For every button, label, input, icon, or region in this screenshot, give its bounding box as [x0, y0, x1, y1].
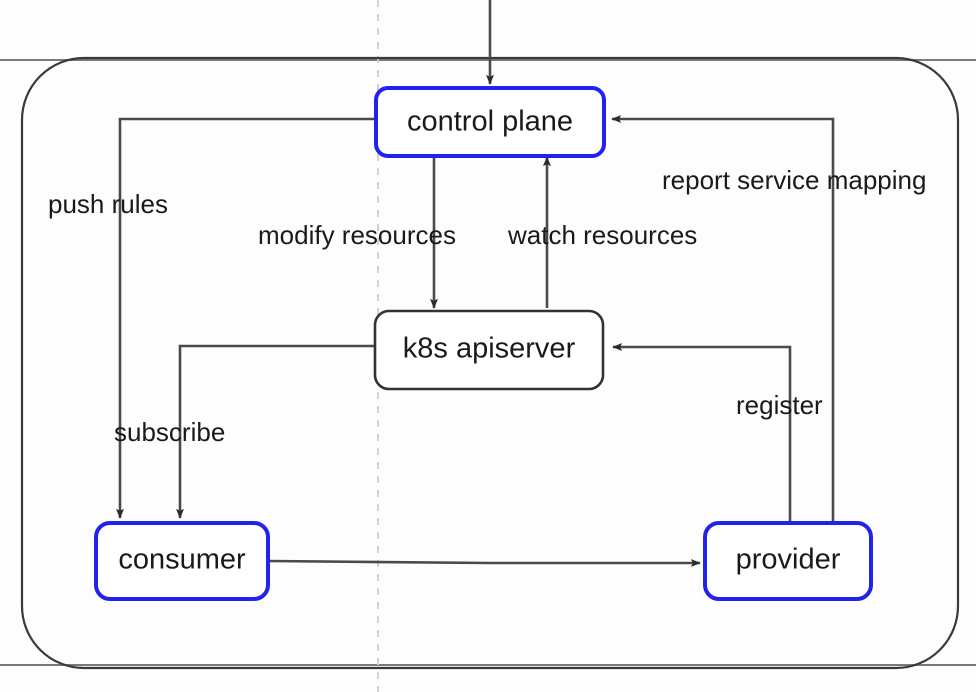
node-provider-box[interactable]	[703, 521, 873, 601]
edge-label-modify-resources: modify resources	[258, 220, 456, 250]
node-k8s-apiserver-box[interactable]	[373, 309, 605, 391]
node-control-plane-box[interactable]	[374, 86, 606, 158]
edge-register	[612, 343, 792, 524]
node-consumer-label: consumer	[118, 544, 246, 576]
edge-label-register: register	[736, 390, 823, 420]
node-consumer[interactable]: consumer	[94, 521, 270, 601]
edge-label-subscribe: subscribe	[114, 417, 225, 447]
node-consumer-box[interactable]	[94, 521, 270, 601]
edge-label-watch-resources: watch resources	[507, 220, 697, 250]
node-k8s-apiserver-label: k8s apiserver	[403, 333, 576, 365]
edge-consumer-to-provider	[267, 559, 701, 567]
edge-push-rules	[116, 117, 375, 519]
node-provider[interactable]: provider	[703, 521, 873, 601]
node-k8s-apiserver[interactable]: k8s apiserver	[373, 309, 605, 391]
edge-label-push-rules: push rules	[48, 189, 168, 219]
node-control-plane-label: control plane	[407, 106, 573, 138]
edge-label-report-service-mapping: report service mapping	[662, 165, 926, 195]
edge-report-service-mapping	[611, 115, 835, 524]
node-control-plane[interactable]: control plane	[374, 86, 606, 158]
node-provider-label: provider	[736, 544, 841, 576]
edge-subscribe	[176, 344, 374, 519]
